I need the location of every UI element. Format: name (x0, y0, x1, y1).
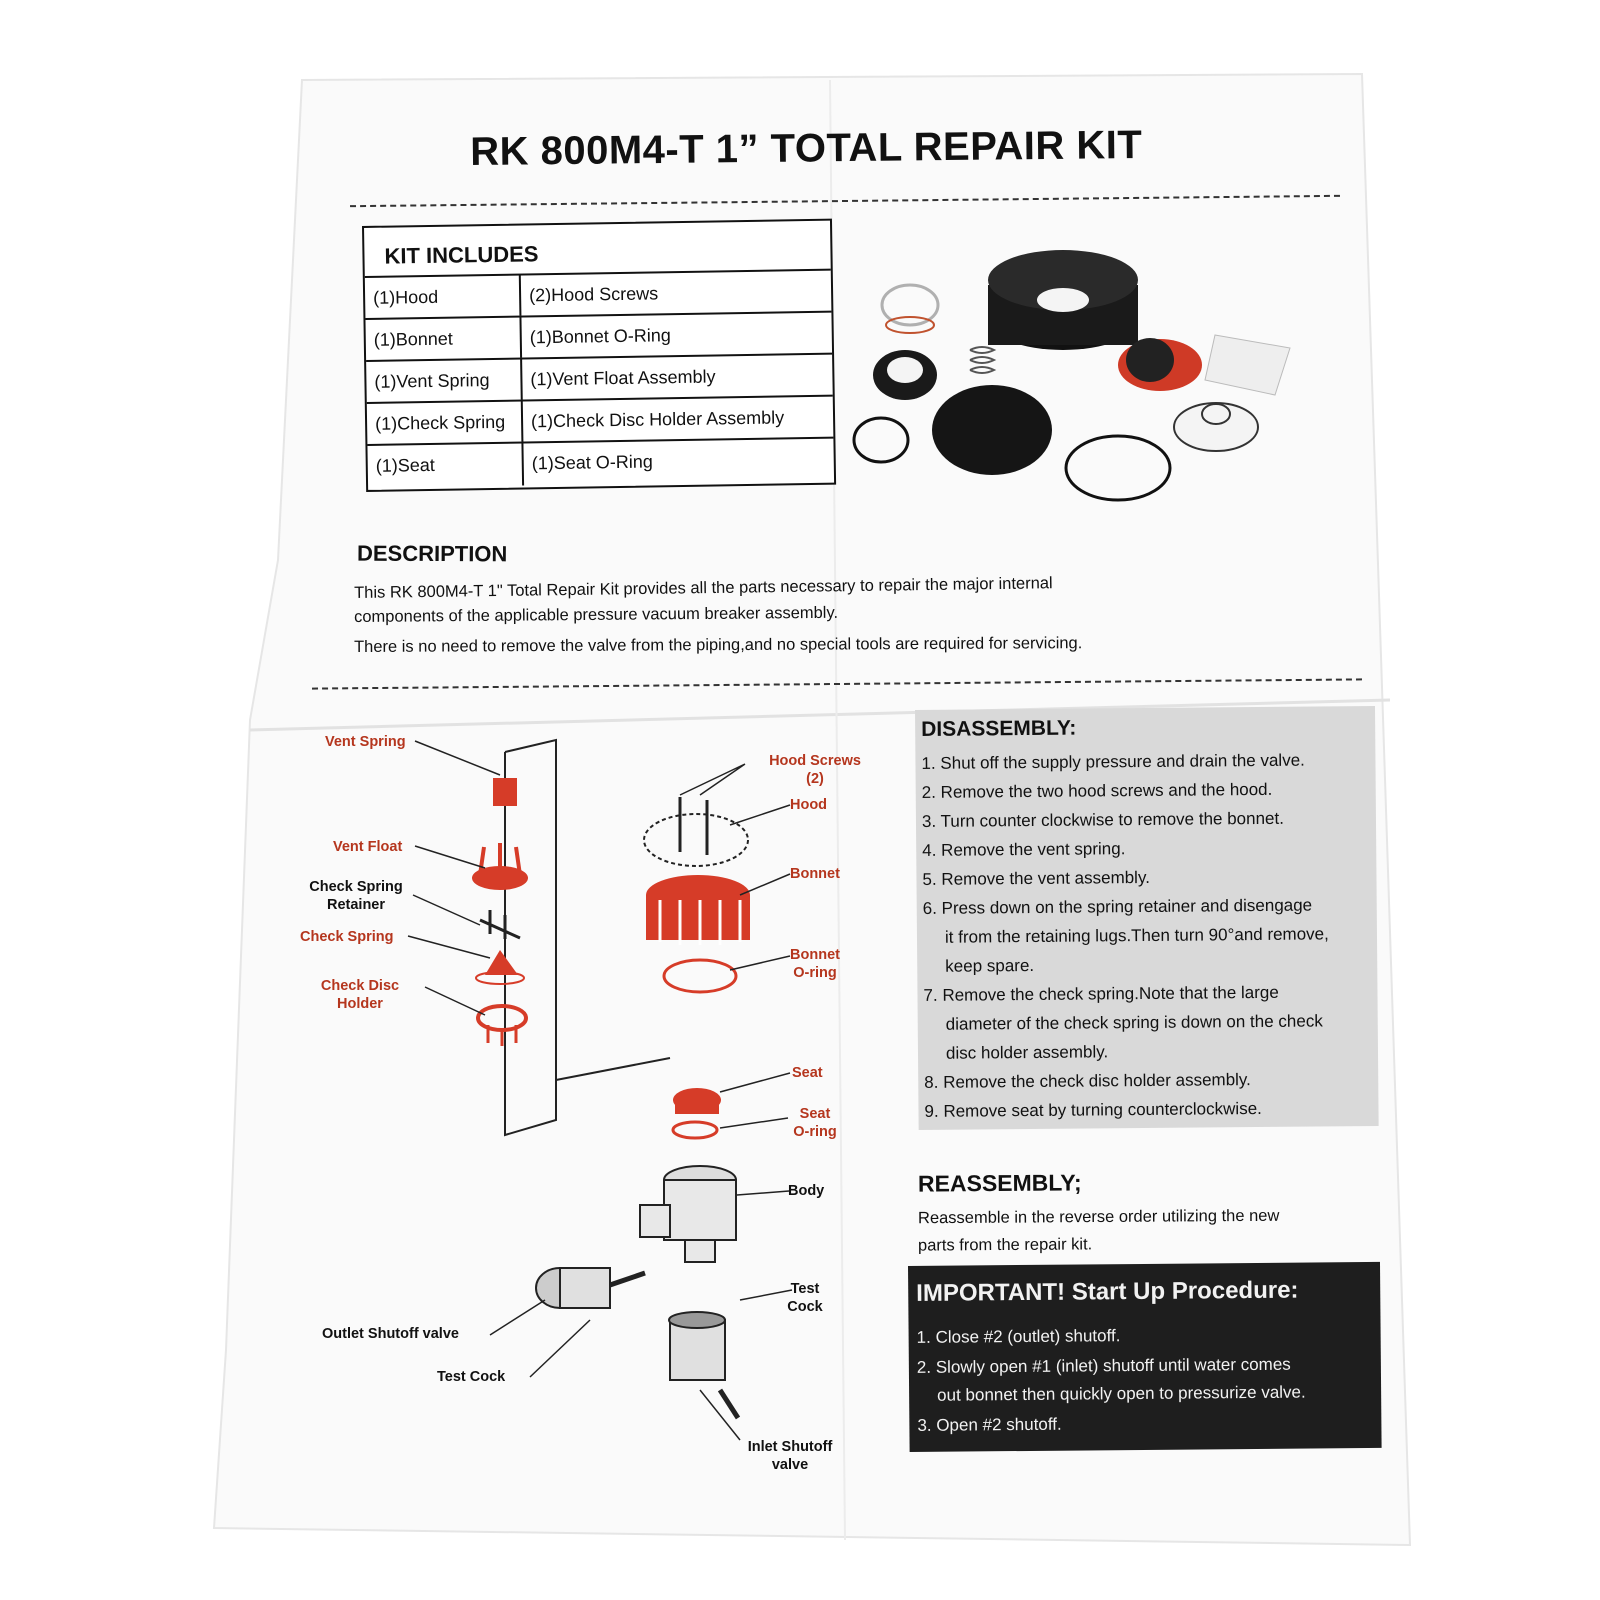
table-cell: (1)Vent Spring (366, 359, 523, 402)
label-line: valve (771, 1457, 809, 1473)
list-item-cont: keep spare. (945, 955, 1035, 976)
list-item: 8. Remove the check disc holder assembly… (924, 1070, 1251, 1092)
label-test-cock-right: Test Cock (780, 1280, 830, 1316)
important-heading: IMPORTANT! Start Up Procedure: (916, 1276, 1299, 1307)
list-item: 6. Press down on the spring retainer and… (922, 895, 1313, 918)
label-line: O-ring (793, 1124, 837, 1140)
label-line: O-ring (793, 965, 837, 981)
label-line: Holder (337, 996, 383, 1012)
label-inlet-shutoff-valve: Inlet Shutoff valve (735, 1438, 845, 1474)
label-vent-float: Vent Float (333, 839, 403, 855)
list-item: 1. Close #2 (outlet) shutoff. (916, 1326, 1121, 1347)
table-cell: (1)Bonnet O-Ring (529, 325, 671, 348)
disassembly-heading: DISASSEMBLY: (921, 716, 1077, 741)
table-row: (1)Hood (2)Hood Screws (364, 270, 832, 320)
label-line: Test (790, 1281, 820, 1297)
important-startup-panel: IMPORTANT! Start Up Procedure: 1. Close … (908, 1261, 1382, 1452)
list-item: 7. Remove the check spring.Note that the… (923, 982, 1279, 1005)
table-cell: (1)Seat (367, 443, 525, 488)
label-line: Hood Screws (769, 753, 861, 769)
label-seat-oring: Seat O-ring (785, 1105, 845, 1141)
table-row: (1)Seat (1)Seat O-Ring (367, 439, 834, 488)
list-item: 3. Turn counter clockwise to remove the … (921, 808, 1284, 831)
label-check-spring: Check Spring (300, 929, 394, 945)
description-heading: DESCRIPTION (356, 540, 508, 567)
paper-fold (249, 698, 1391, 732)
table-cell: (1)Hood (364, 275, 522, 318)
table-cell: (1)Bonnet (365, 317, 523, 360)
label-body: Body (788, 1183, 825, 1199)
list-item-cont: disc holder assembly. (945, 1042, 1109, 1063)
label-hood: Hood (790, 797, 828, 813)
list-item: 9. Remove seat by turning counterclockwi… (924, 1098, 1262, 1121)
table-row: (1)Vent Spring (1)Vent Float Assembly (366, 354, 833, 404)
page-title: RK 800M4-T 1” TOTAL REPAIR KIT (470, 122, 1143, 174)
table-cell: (2)Hood Screws (528, 283, 659, 306)
table-cell: (1)Check Spring (366, 401, 524, 444)
list-item-cont: out bonnet then quickly open to pressuri… (937, 1382, 1306, 1405)
list-item-cont: it from the retaining lugs.Then turn 90°… (944, 924, 1329, 947)
list-item: 4. Remove the vent spring. (922, 839, 1126, 860)
label-outlet-shutoff-valve: Outlet Shutoff valve (322, 1326, 459, 1342)
list-item: 3. Open #2 shutoff. (917, 1414, 1062, 1435)
reassembly-text: Reassemble in the reverse order utilizin… (917, 1206, 1280, 1228)
label-seat: Seat (792, 1065, 823, 1081)
label-line: Check Spring (309, 879, 403, 895)
label-line: Bonnet (790, 947, 840, 963)
label-bonnet: Bonnet (790, 866, 840, 882)
label-bonnet-oring: Bonnet O-ring (780, 946, 850, 982)
list-item: 2. Slowly open #1 (inlet) shutoff until … (916, 1354, 1291, 1377)
label-line: (2) (806, 771, 824, 787)
label-hood-screws: Hood Screws (2) (760, 752, 870, 788)
table-row: (1)Bonnet (1)Bonnet O-Ring (365, 312, 833, 362)
table-cell: (1)Check Disc Holder Assembly (530, 407, 785, 432)
label-line: Seat (799, 1106, 831, 1122)
label-vent-spring: Vent Spring (325, 734, 406, 750)
label-check-disc-holder: Check Disc Holder (310, 977, 410, 1013)
list-item: 5. Remove the vent assembly. (922, 867, 1150, 889)
kit-table-heading: KIT INCLUDES (364, 220, 831, 278)
table-cell: (1)Seat O-Ring (531, 451, 653, 474)
label-test-cock: Test Cock (437, 1369, 506, 1385)
label-line: Check Disc (320, 978, 400, 994)
list-item: 1. Shut off the supply pressure and drai… (921, 750, 1305, 773)
table-row: (1)Check Spring(1)Check Disc Holder Asse… (366, 396, 834, 446)
reassembly-text: parts from the repair kit. (917, 1235, 1093, 1255)
table-cell: (1)Vent Float Assembly (530, 366, 716, 390)
label-check-spring-retainer: Check Spring Retainer (300, 878, 412, 914)
label-line: Retainer (326, 897, 386, 913)
list-item-cont: diameter of the check spring is down on … (945, 1011, 1323, 1034)
kit-includes-table: KIT INCLUDES (1)Hood (2)Hood Screws (1)Bo… (362, 218, 837, 492)
disassembly-panel: DISASSEMBLY: 1. Shut off the supply pres… (915, 705, 1379, 1130)
list-item: 2. Remove the two hood screws and the ho… (921, 779, 1273, 802)
label-line: Inlet Shutoff (747, 1439, 833, 1455)
reassembly-heading: REASSEMBLY; (917, 1169, 1082, 1197)
label-line: Cock (787, 1299, 823, 1315)
